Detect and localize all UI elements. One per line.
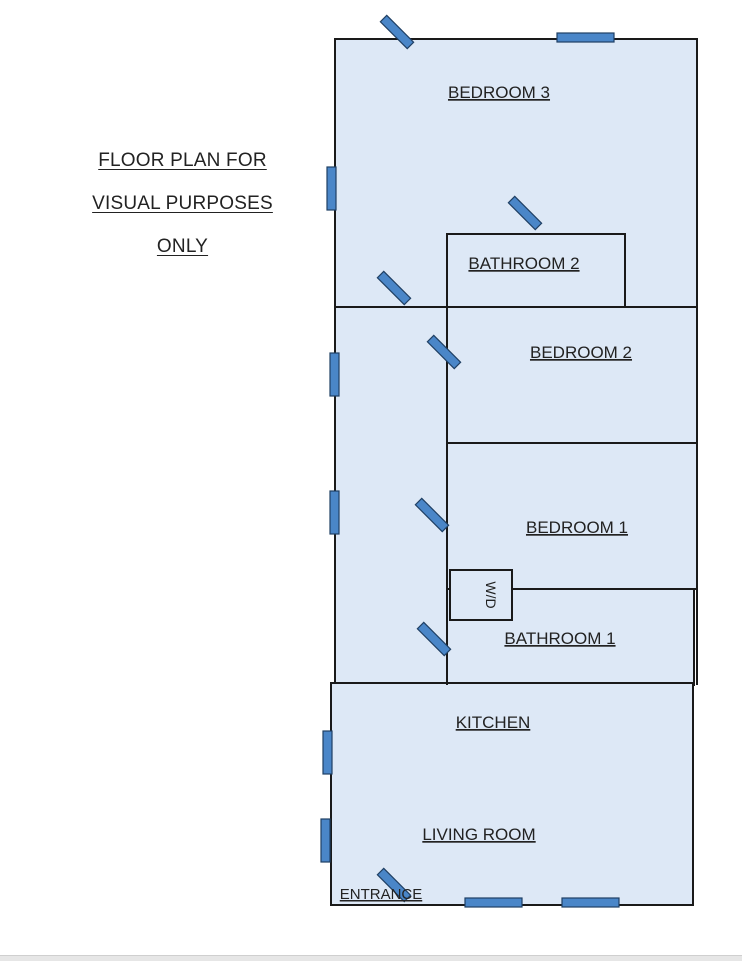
window-bottom-2 [561,897,620,908]
label-living-room: LIVING ROOM [422,825,535,844]
door-bedroom3 [376,270,412,306]
room-bedroom-2 [446,306,698,444]
disclaimer-line-2: VISUAL PURPOSES [92,193,273,214]
label-bathroom-2: BATHROOM 2 [468,254,579,273]
label-bedroom-2: BEDROOM 2 [530,343,632,362]
window-hall-lower [329,490,340,535]
room-bedroom-1 [446,442,698,590]
window-hall-upper [329,352,340,397]
label-kitchen: KITCHEN [456,713,531,732]
door-bathroom1 [416,621,452,657]
window-top [556,32,615,43]
doors [376,14,543,903]
window-bedroom3-left [326,166,337,211]
door-entrance [376,867,412,903]
door-bathroom2 [507,195,543,231]
room-bathroom-2 [446,233,626,308]
door-bedroom1 [414,497,450,533]
label-bedroom-1: BEDROOM 1 [526,518,628,537]
door-bedroom3-top [379,14,415,50]
disclaimer-line-1: FLOOR PLAN FOR [98,150,267,171]
room-hallway [334,306,448,685]
room-kitchen-living [330,682,694,906]
bottom-edge [0,955,742,961]
disclaimer-line-3: ONLY [156,236,209,257]
label-entrance: ENTRANCE [340,886,423,903]
window-living-left [320,818,331,863]
window-kitchen-left [322,730,333,775]
label-bedroom-3: BEDROOM 3 [448,83,550,102]
label-wd: W/D [483,581,499,608]
label-bathroom-1: BATHROOM 1 [504,629,615,648]
door-bedroom2 [426,334,462,370]
window-bottom-1 [464,897,523,908]
washer-dryer [449,569,513,621]
